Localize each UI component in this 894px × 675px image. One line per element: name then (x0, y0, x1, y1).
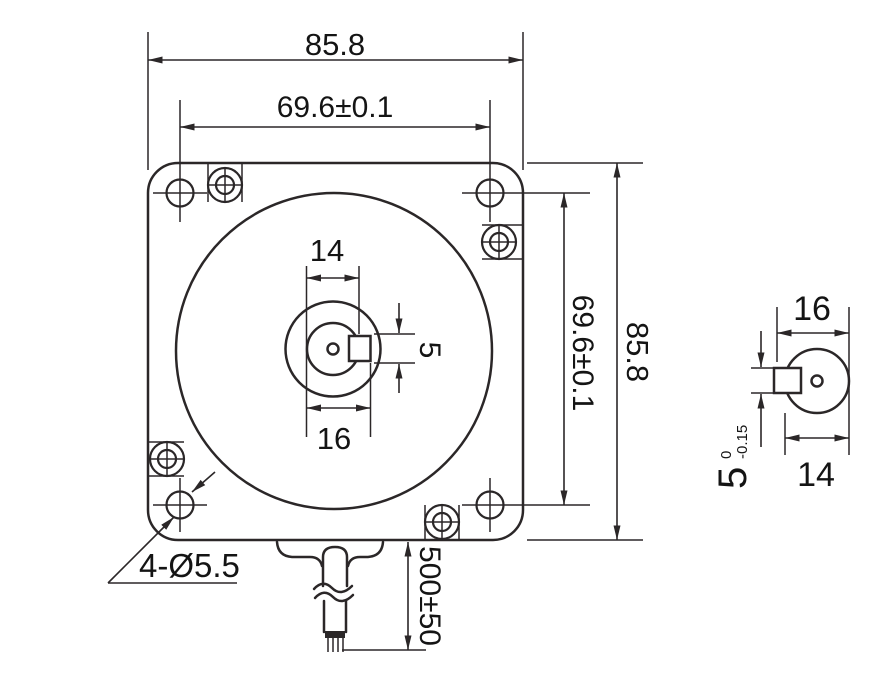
ext-lines-key-width (374, 333, 415, 364)
screw-top-left (206, 163, 244, 204)
cable-upper-section (321, 545, 349, 588)
dim-text-side-width: 16 (793, 290, 831, 328)
dim-text-shaft-dia: 14 (310, 233, 344, 268)
strain-relief-left (275, 540, 324, 568)
label-mounting-holes: 4-Ø5.5 (139, 547, 240, 584)
ext-lines-side-key (751, 367, 775, 394)
cable-assembly (275, 540, 385, 652)
dim-text-overall-width: 85.8 (305, 27, 365, 62)
leader-line-mounting-holes (107, 516, 175, 584)
screw-bottom-right (423, 503, 461, 541)
dim-text-key-width: 5 (413, 342, 446, 359)
corner-screws (148, 163, 522, 541)
strain-relief-right (346, 540, 385, 568)
dim-text-side-dia: 14 (797, 456, 835, 494)
screw-crosshair (481, 224, 522, 260)
cable-sheath-end (325, 631, 345, 638)
cable-wires (327, 638, 344, 652)
dim-text-hole-spacing-h: 69.6±0.1 (277, 91, 394, 124)
cable-break-line-1 (312, 582, 354, 594)
screw-crosshair (424, 504, 460, 540)
front-dimensions: 85.8 69.6±0.1 69.6±0.1 85.8 14 16 (107, 27, 655, 651)
dim-text-overall-height: 85.8 (620, 322, 655, 382)
screw-top-right (480, 223, 522, 261)
front-view: 85.8 69.6±0.1 69.6±0.1 85.8 14 16 (107, 27, 655, 652)
side-key-dim-text-group: 5 0 -0.15 (711, 425, 755, 489)
pilot-circle (174, 191, 494, 511)
shaft-boss-circle (284, 300, 382, 398)
cable-break-line-2 (313, 591, 355, 603)
side-dimensions: 16 14 5 0 -0.15 (711, 290, 850, 494)
side-key-flat (772, 366, 803, 395)
shaft-key-flat (347, 334, 372, 363)
dim-text-side-key: 5 (711, 467, 755, 489)
screw-crosshair (148, 441, 185, 477)
leader-arrow-mounting-holes-2 (191, 471, 216, 493)
ext-lines-overall-height (527, 162, 643, 541)
dim-text-hole-spacing-v: 69.6±0.1 (566, 295, 599, 412)
dim-text-side-key-tol-upper: 0 (718, 451, 735, 459)
side-view: 16 14 5 0 -0.15 (711, 290, 851, 494)
flange-outline (146, 161, 525, 542)
side-center-hole (810, 374, 824, 388)
screw-crosshair (207, 163, 243, 203)
ext-lines-hole-spacing-v (462, 192, 590, 506)
shaft-center-hole (326, 342, 340, 356)
ext-lines-hole-spacing-h (179, 100, 491, 222)
cable-lower-section (322, 599, 348, 634)
screw-bottom-left (148, 440, 186, 478)
dim-text-side-key-tol-lower: -0.15 (734, 425, 751, 459)
dim-text-boss-width: 16 (317, 421, 351, 456)
dim-text-cable-length: 500±50 (413, 546, 446, 646)
ext-lines-overall-width (147, 32, 524, 170)
